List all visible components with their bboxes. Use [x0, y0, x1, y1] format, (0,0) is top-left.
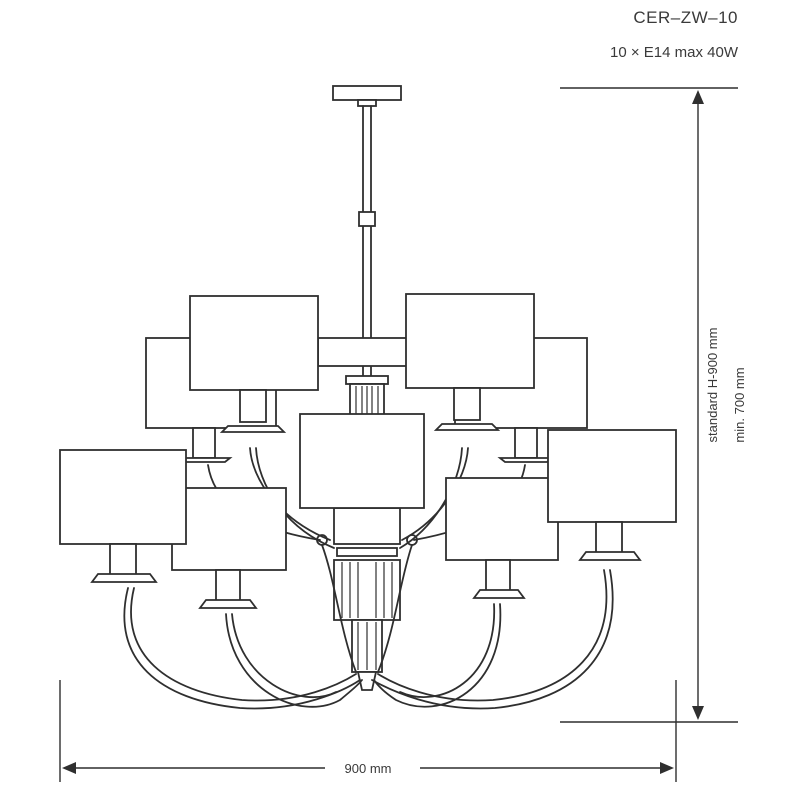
height-standard-label: standard H-900 mm [705, 328, 720, 443]
chandelier-arms [123, 447, 614, 710]
ceiling-canopy [332, 85, 402, 107]
mid-shade-left [189, 295, 319, 433]
front-shade-mid-right [445, 477, 559, 599]
central-column [316, 375, 418, 691]
width-label: 900 mm [345, 761, 392, 776]
back-shade-center [317, 337, 423, 367]
outer-shade-left [59, 449, 187, 583]
height-dimension: standard H-900 mm min. 700 mm [560, 87, 747, 723]
outer-shade-right [547, 429, 677, 561]
front-shade-mid-left [171, 487, 287, 609]
model-code: CER–ZW–10 [633, 8, 738, 27]
mid-shade-right [405, 293, 535, 431]
center-front-shade [299, 413, 425, 509]
suspension-rod [358, 105, 376, 379]
width-dimension: 900 mm [59, 680, 677, 782]
height-min-label: min. 700 mm [732, 367, 747, 442]
bulb-spec: 10 × E14 max 40W [610, 44, 738, 61]
